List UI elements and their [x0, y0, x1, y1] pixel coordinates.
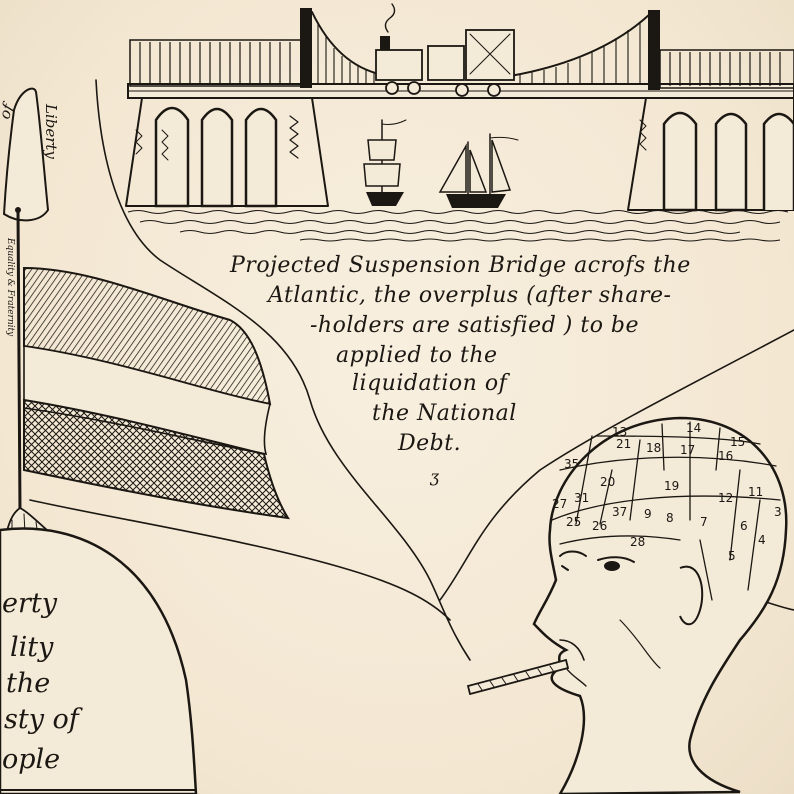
phrenology-numbers: 13 14 15 21 18 17 16 35 20 19 12 11 27 3…: [552, 421, 782, 563]
stray-mark: ʒ: [429, 467, 439, 486]
svg-text:14: 14: [686, 421, 701, 435]
right-pier-arches: [639, 111, 794, 212]
svg-text:13: 13: [612, 425, 627, 439]
caption-line-1: Projected Suspension Bridge acrofs the: [229, 253, 691, 278]
bridge-caption: Projected Suspension Bridge acrofs the A…: [229, 253, 691, 456]
svg-text:8: 8: [666, 511, 674, 525]
caption-line-6: the National: [372, 401, 517, 426]
svg-text:5: 5: [728, 549, 736, 563]
divider-lines: [29, 79, 794, 661]
pole-label: Liberty: [42, 103, 60, 159]
liberty-plate: erty lity the sty of ople: [0, 527, 198, 794]
liberty-cap-icon: [2, 87, 50, 222]
sea-waves: [127, 209, 789, 242]
svg-text:19: 19: [664, 479, 679, 493]
svg-text:35: 35: [564, 457, 579, 471]
svg-text:12: 12: [718, 491, 733, 505]
steam-train-icon: [375, 3, 515, 97]
svg-text:11: 11: [748, 485, 763, 499]
pole-vertical-text: Equality & Fraternity: [5, 237, 15, 337]
caption-line-5: liquidation of: [352, 371, 511, 396]
svg-text:4: 4: [758, 533, 766, 547]
phrenology-head-icon: 13 14 15 21 18 17 16 35 20 19 12 11 27 3…: [466, 416, 788, 794]
svg-text:28: 28: [630, 535, 645, 549]
svg-text:20: 20: [600, 475, 615, 489]
svg-text:25: 25: [566, 515, 581, 529]
caption-line-2: Atlantic, the overplus (after share-: [266, 283, 671, 308]
plate-text-3: the: [6, 668, 50, 699]
cigar-icon: [466, 658, 570, 696]
plate-text-5: ople: [2, 744, 60, 775]
sailing-ship-icon: [438, 133, 519, 208]
svg-text:18: 18: [646, 441, 661, 455]
svg-text:31: 31: [574, 491, 589, 505]
svg-text:7: 7: [700, 515, 708, 529]
svg-text:9: 9: [644, 507, 652, 521]
left-pier-arches: [135, 106, 299, 208]
striped-flag-icon: [23, 266, 290, 520]
svg-text:17: 17: [680, 443, 695, 457]
svg-text:37: 37: [612, 505, 627, 519]
suspension-bridge: [125, 8, 794, 212]
svg-text:6: 6: [740, 519, 748, 533]
plate-text-2: lity: [10, 632, 54, 663]
svg-text:3: 3: [774, 505, 782, 519]
sailing-ship-icon: [363, 119, 407, 206]
plate-text-1: erty: [2, 588, 58, 619]
svg-text:21: 21: [616, 437, 631, 451]
caption-line-4: applied to the: [336, 343, 498, 368]
svg-text:26: 26: [592, 519, 607, 533]
svg-text:27: 27: [552, 497, 567, 511]
caption-line-7: Debt.: [397, 431, 461, 456]
plate-text-4: sty of: [4, 704, 83, 735]
svg-text:16: 16: [718, 449, 733, 463]
caption-line-3: -holders are satisfied ) to be: [310, 313, 639, 338]
svg-text:15: 15: [730, 435, 745, 449]
